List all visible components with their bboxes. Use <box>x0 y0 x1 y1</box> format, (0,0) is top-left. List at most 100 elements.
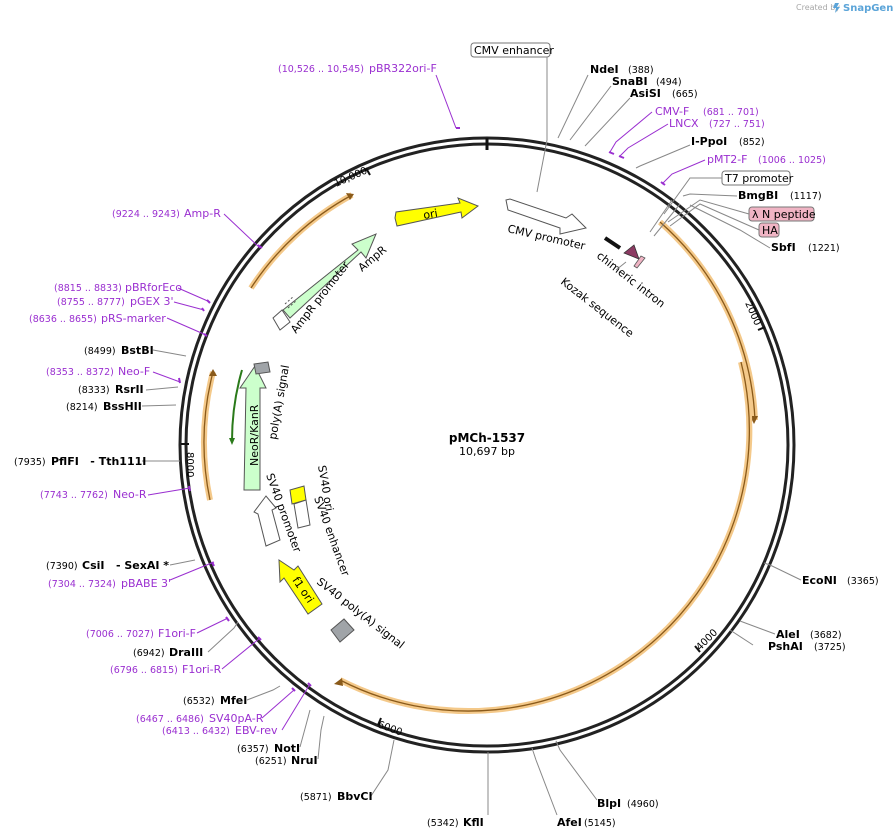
primer-pbr322ori-f[interactable]: (10,526 .. 10,545) pBR322ori-F <box>278 62 437 75</box>
leader-asisi <box>584 97 631 147</box>
primer-tick <box>206 299 211 304</box>
leader-bsshii <box>141 404 177 407</box>
enzyme-position: (388) <box>628 65 654 76</box>
primer-name: F1ori-R <box>182 663 222 676</box>
leader-bbvci <box>370 739 395 797</box>
enzyme-bbvci[interactable]: BbvCI (5871) <box>300 790 373 803</box>
primer-f1ori-f[interactable]: (7006 .. 7027) F1ori-F <box>86 627 196 640</box>
enzyme-name: AfeI <box>557 816 582 829</box>
primer-neo-r[interactable]: (7743 .. 7762) Neo-R <box>40 488 147 501</box>
enzyme-noti[interactable]: NotI (6357) <box>237 742 300 755</box>
enzyme-afei[interactable]: AfeI (5145) <box>557 816 616 829</box>
kozak-marker <box>623 244 640 260</box>
leader-sbfi <box>689 204 771 249</box>
feature-label-polya: poly(A) signal <box>266 364 292 441</box>
enzyme-nrui[interactable]: NruI (6251) <box>255 754 318 767</box>
enzyme-position: (4960) <box>627 799 659 810</box>
outer-arc-stroke-left <box>203 371 214 501</box>
feature-label-neor-kanr: NeoR/KanR <box>248 404 261 466</box>
enzyme-name: CsiI - SexAI * <box>82 559 169 572</box>
enzyme-bstbi[interactable]: BstBI (8499) <box>84 344 154 357</box>
snapgene-brand-text: SnapGene <box>843 3 893 14</box>
ha-leader <box>669 203 760 231</box>
primer-leader-f1ori-r <box>221 637 261 670</box>
enzyme-csii-sexai[interactable]: CsiI - SexAI * (7390) <box>46 559 169 572</box>
primer-position: (6467 .. 6486) <box>136 714 204 725</box>
enzyme-pflfi-tth111i[interactable]: PflFI - Tth111I (7935) <box>14 455 146 468</box>
tick-4000 <box>694 645 701 653</box>
enzyme-ndei[interactable]: NdeI (388) <box>590 63 654 76</box>
boxed-feature-ha[interactable]: HA <box>758 222 780 238</box>
primer-neo-f[interactable]: (8353 .. 8372) Neo-F <box>46 365 150 378</box>
enzyme-draiii[interactable]: DraIII (6942) <box>133 646 203 659</box>
primer-leader-prs-marker <box>166 317 207 336</box>
enzyme-bmgbi[interactable]: BmgBI (1117) <box>738 189 822 202</box>
enzyme-pshai[interactable]: PshAI (3725) <box>768 640 846 653</box>
primer-position: (9224 .. 9243) <box>112 209 180 220</box>
enzyme-name: MfeI <box>220 694 247 707</box>
enzyme-position: (852) <box>739 137 765 148</box>
primer-tick <box>291 687 296 692</box>
primer-sv40pa-r[interactable]: (6467 .. 6486) SV40pA-R <box>136 712 264 725</box>
primer-cmv-f[interactable]: CMV-F (681 .. 701) <box>655 105 759 118</box>
primer-name: pBRforEco <box>125 281 182 294</box>
enzyme-asisi[interactable]: AsiSI (665) <box>630 87 698 100</box>
boxed-feature-t7-promoter[interactable]: T7 promoter <box>721 170 794 186</box>
enzyme-blpi[interactable]: BlpI (4960) <box>597 797 659 810</box>
primer-position: (6413 .. 6432) <box>162 726 230 737</box>
enzyme-mfei[interactable]: MfeI (6532) <box>183 694 247 707</box>
primer-prs-marker[interactable]: (8636 .. 8655) pRS-marker <box>29 312 166 325</box>
enzyme-position: (665) <box>672 89 698 100</box>
enzyme-sbfi[interactable]: SbfI (1221) <box>771 241 840 254</box>
primer-tick <box>257 244 263 249</box>
enzyme-snabi[interactable]: SnaBI (494) <box>612 75 682 88</box>
primer-tick <box>618 155 625 159</box>
primer-pbrforeco[interactable]: (8815 .. 8833) pBRforEco <box>54 281 182 294</box>
primer-name: LNCX <box>669 117 699 130</box>
chimeric-intron-bar <box>603 236 622 250</box>
enzyme-position: (6251) <box>255 756 287 767</box>
enzyme-position: (3725) <box>814 642 846 653</box>
feature-label-kozak: Kozak sequence <box>558 275 636 340</box>
enzyme-econi[interactable]: EcoNI (3365) <box>802 574 879 587</box>
enzyme-name: BssHII <box>103 400 142 413</box>
ampr-promoter-box <box>272 309 291 331</box>
primer-f1ori-r[interactable]: (6796 .. 6815) F1ori-R <box>110 663 222 676</box>
enzyme-alei[interactable]: AleI (3682) <box>776 628 842 641</box>
sv40-promoter-arrow <box>253 495 281 547</box>
leader-ndei <box>557 74 589 139</box>
leader-alei <box>739 620 776 635</box>
primer-position: (7006 .. 7027) <box>86 629 154 640</box>
enzyme-position: (3365) <box>847 576 879 587</box>
primer-pgex3[interactable]: (8755 .. 8777) pGEX 3' <box>57 295 174 308</box>
enzyme-i-ppoi[interactable]: I-PpoI (852) <box>691 135 765 148</box>
outer-arc-arrowhead-bottom <box>334 678 343 686</box>
primer-amp-r[interactable]: (9224 .. 9243) Amp-R <box>112 207 221 220</box>
created-by-text: Created by <box>796 3 840 12</box>
primer-position: (8353 .. 8372) <box>46 367 114 378</box>
enzyme-position: (5871) <box>300 792 332 803</box>
primer-ebv-rev[interactable]: (6413 .. 6432) EBV-rev <box>162 724 278 737</box>
outer-arc-stroke-bottom <box>339 361 751 712</box>
lambda-n-label: λ N peptide <box>752 208 816 221</box>
boxed-feature-cmv-enhancer[interactable]: CMV enhancer <box>470 42 554 58</box>
enzyme-rsrii[interactable]: RsrII (8333) <box>78 383 144 396</box>
enzyme-name: NotI <box>274 742 300 755</box>
primer-position: (1006 .. 1025) <box>758 155 826 166</box>
enzyme-kfli[interactable]: KflI (5342) <box>427 816 484 829</box>
primer-leader-pbr322ori-f <box>435 74 457 129</box>
leader-mfei <box>246 685 281 701</box>
leader-pshai <box>729 629 754 646</box>
boxed-feature-lambda-n[interactable]: λ N peptide <box>748 206 816 222</box>
primer-lncx[interactable]: LNCX (727 .. 751) <box>669 117 765 130</box>
primer-tick <box>257 636 262 641</box>
primer-pmt2-f[interactable]: pMT2-F (1006 .. 1025) <box>707 153 826 166</box>
enzyme-name: NdeI <box>590 63 619 76</box>
primer-leader-pmt2-f <box>661 159 706 185</box>
enzyme-position: (3682) <box>810 630 842 641</box>
primer-pbabe3[interactable]: (7304 .. 7324) pBABE 3' <box>48 577 171 590</box>
enzyme-bsshii[interactable]: BssHII (8214) <box>66 400 142 413</box>
enzyme-position: (6357) <box>237 744 269 755</box>
primer-name: pMT2-F <box>707 153 748 166</box>
